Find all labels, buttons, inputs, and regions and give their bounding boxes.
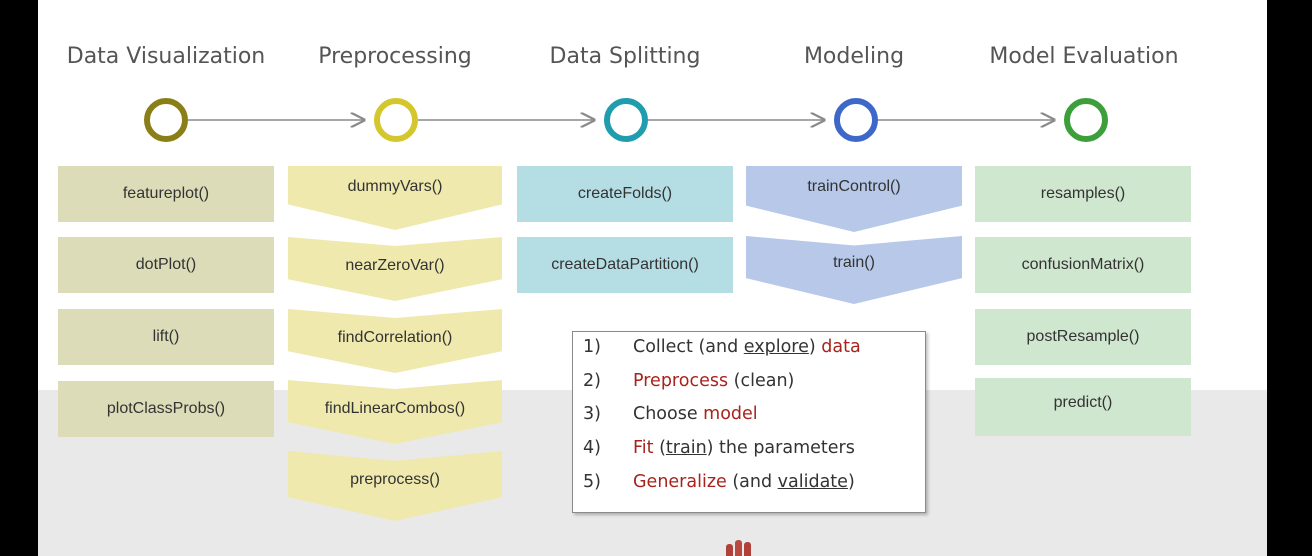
stage-title-visualization: Data Visualization — [66, 44, 266, 69]
function-label-findlinearcombos: findLinearCombos() — [324, 400, 466, 417]
step-segment: Collect (and — [633, 337, 744, 357]
step-row: 5) Generalize (and validate) — [583, 472, 855, 498]
function-box-plotclassprobs: plotClassProbs() — [58, 381, 274, 437]
function-box-confusionmatrix: confusionMatrix() — [975, 237, 1191, 293]
step-text: Generalize (and validate) — [633, 472, 855, 498]
function-label-traincontrol: trainControl() — [807, 178, 901, 195]
function-chevron-findcorrelation: findCorrelation() — [288, 309, 502, 373]
stage-title-modeling: Modeling — [803, 44, 905, 69]
step-row: 2) Preprocess (clean) — [583, 371, 794, 397]
step-segment: explore — [743, 337, 809, 357]
function-chevron-nearzerovar: nearZeroVar() — [288, 237, 502, 301]
step-highlight: Generalize — [633, 472, 727, 492]
step-number: 3) — [583, 404, 601, 424]
presenter-hand-icon — [726, 540, 751, 556]
step-segment: ( — [653, 438, 666, 458]
step-segment: validate — [777, 472, 848, 492]
step-highlight: data — [821, 337, 861, 357]
step-text: Choose model — [633, 404, 758, 430]
function-label-preprocess: preprocess() — [350, 471, 440, 488]
function-box-createdatapartition: createDataPartition() — [517, 237, 733, 293]
step-row: 1) Collect (and explore) data — [583, 337, 861, 363]
step-row: 3) Choose model — [583, 404, 758, 430]
function-box-createfolds: createFolds() — [517, 166, 733, 222]
step-segment: (and — [726, 472, 778, 492]
function-box-postresample: postResample() — [975, 309, 1191, 365]
stage-title-splitting: Data Splitting — [549, 44, 701, 69]
stage-title-preprocessing: Preprocessing — [318, 44, 472, 69]
step-text: Preprocess (clean) — [633, 371, 794, 397]
step-row: 4) Fit (train) the parameters — [583, 438, 855, 464]
step-segment: Choose — [633, 404, 704, 424]
function-box-resamples: resamples() — [975, 166, 1191, 222]
function-chevron-train: train() — [746, 236, 962, 304]
step-highlight: Preprocess — [633, 371, 729, 391]
function-box-predict: predict() — [975, 378, 1191, 436]
function-label-findcorrelation: findCorrelation() — [337, 329, 453, 346]
function-label-train: train() — [833, 254, 875, 271]
step-number: 1) — [583, 337, 601, 357]
step-segment: ) — [847, 472, 855, 492]
stage-title-evaluation: Model Evaluation — [989, 44, 1179, 69]
step-text: Fit (train) the parameters — [633, 438, 855, 464]
step-segment: ) the parameters — [706, 438, 855, 458]
stage-ring-visualization — [144, 98, 188, 142]
step-segment: ) — [808, 337, 822, 357]
function-label-nearzerovar: nearZeroVar() — [345, 257, 445, 274]
slide: Data Visualization Preprocessing Data Sp… — [38, 0, 1267, 556]
pipeline-connectors — [188, 0, 1267, 240]
step-text: Collect (and explore) data — [633, 337, 861, 363]
step-number: 4) — [583, 438, 601, 458]
function-label-dummyvars: dummyVars() — [347, 178, 443, 195]
step-highlight: model — [703, 404, 758, 424]
function-box-featureplot: featureplot() — [58, 166, 274, 222]
workflow-steps-box: 1) Collect (and explore) data 2) Preproces… — [572, 331, 926, 513]
step-highlight: Fit — [633, 438, 654, 458]
function-box-dotplot: dotPlot() — [58, 237, 274, 293]
function-box-lift: lift() — [58, 309, 274, 365]
step-number: 5) — [583, 472, 601, 492]
stage-ring-evaluation — [1064, 98, 1108, 142]
stage-ring-modeling — [834, 98, 878, 142]
step-segment: train — [665, 438, 707, 458]
step-number: 2) — [583, 371, 601, 391]
stage-ring-splitting — [604, 98, 648, 142]
step-segment: (clean) — [728, 371, 795, 391]
stage-ring-preprocessing — [374, 98, 418, 142]
